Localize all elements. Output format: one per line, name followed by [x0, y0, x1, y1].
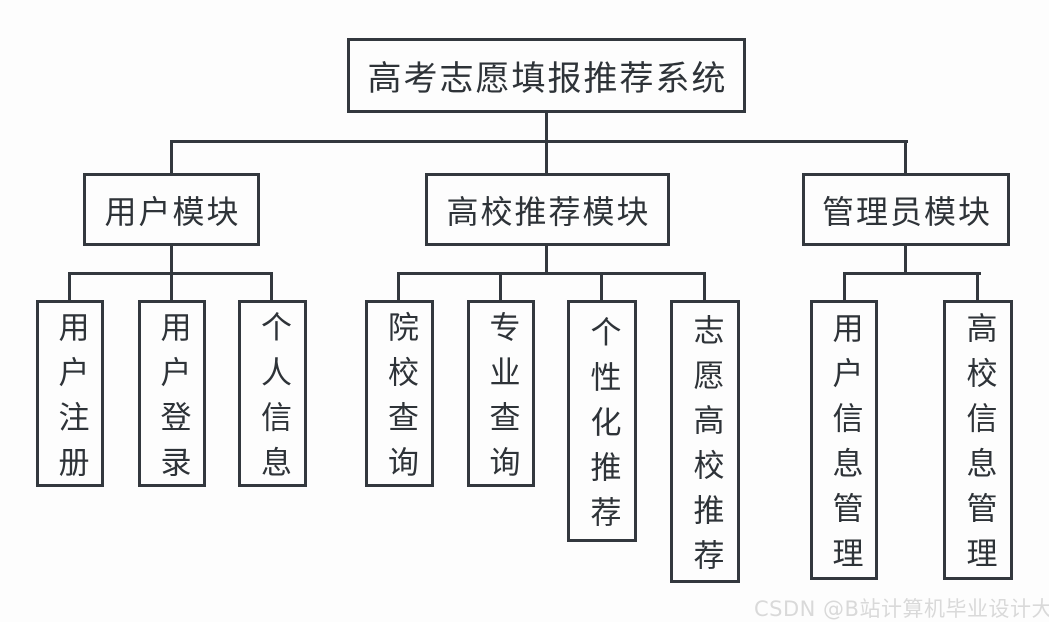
node-admin-module: 管理员模块 [802, 173, 1010, 246]
node-label: 个人信息 [255, 310, 291, 491]
node-label: 用户注册 [52, 310, 89, 491]
connector-drop-college-info-manage [976, 272, 979, 301]
connector-drop-user-register [68, 272, 71, 301]
connector-recommend-module-bar [397, 272, 706, 275]
node-label: 院校查询 [382, 310, 418, 491]
node-label: 志愿高校推荐 [687, 313, 724, 584]
watermark-text: CSDN @B站计算机毕业设计大学 [754, 597, 1049, 621]
node-label: 用户信息管理 [826, 312, 863, 582]
connector-root-stem [545, 112, 548, 143]
node-user-login: 用户登录 [138, 300, 206, 491]
node-college-info-manage: 高校信息管理 [943, 300, 1013, 582]
node-label: 高校推荐模块 [446, 192, 651, 231]
node-label: 高考志愿填报推荐系统 [367, 59, 728, 99]
node-label: 用户模块 [104, 192, 241, 231]
connector-drop-user-module [170, 140, 173, 174]
node-label: 专业查询 [483, 310, 520, 491]
connector-drop-admin-module [904, 140, 907, 174]
node-label: 个性化推荐 [584, 315, 621, 541]
node-label: 管理员模块 [821, 192, 992, 231]
connector-drop-user-login [170, 272, 173, 301]
node-recommend-module: 高校推荐模块 [425, 173, 670, 246]
node-user-module: 用户模块 [83, 173, 260, 246]
connector-drop-major-query [499, 272, 502, 301]
connector-drop-recommend-module [545, 140, 548, 174]
node-label: 用户登录 [154, 310, 191, 491]
connector-recommend-module-stem [545, 245, 548, 275]
connector-admin-module-stem [904, 245, 907, 275]
connector-drop-college-query [397, 272, 400, 301]
connector-level1-bar [170, 140, 908, 143]
connector-drop-personal-info [270, 272, 273, 301]
node-personal-info: 个人信息 [238, 300, 307, 491]
connector-drop-volunteer-recommend [703, 272, 706, 301]
node-user-register: 用户注册 [36, 300, 104, 491]
connector-user-module-stem [170, 245, 173, 275]
node-college-query: 院校查询 [365, 300, 434, 491]
node-personalized-recommend: 个性化推荐 [567, 300, 637, 542]
node-volunteer-college-recommend: 志愿高校推荐 [670, 300, 740, 584]
node-user-info-manage: 用户信息管理 [810, 300, 878, 582]
connector-admin-module-bar [843, 272, 981, 275]
node-label: 高校信息管理 [960, 312, 997, 582]
node-system-root: 高考志愿填报推荐系统 [347, 38, 746, 113]
connector-drop-user-info-manage [843, 272, 846, 301]
node-major-query: 专业查询 [467, 300, 535, 491]
connector-drop-personalized-recommend [600, 272, 603, 301]
